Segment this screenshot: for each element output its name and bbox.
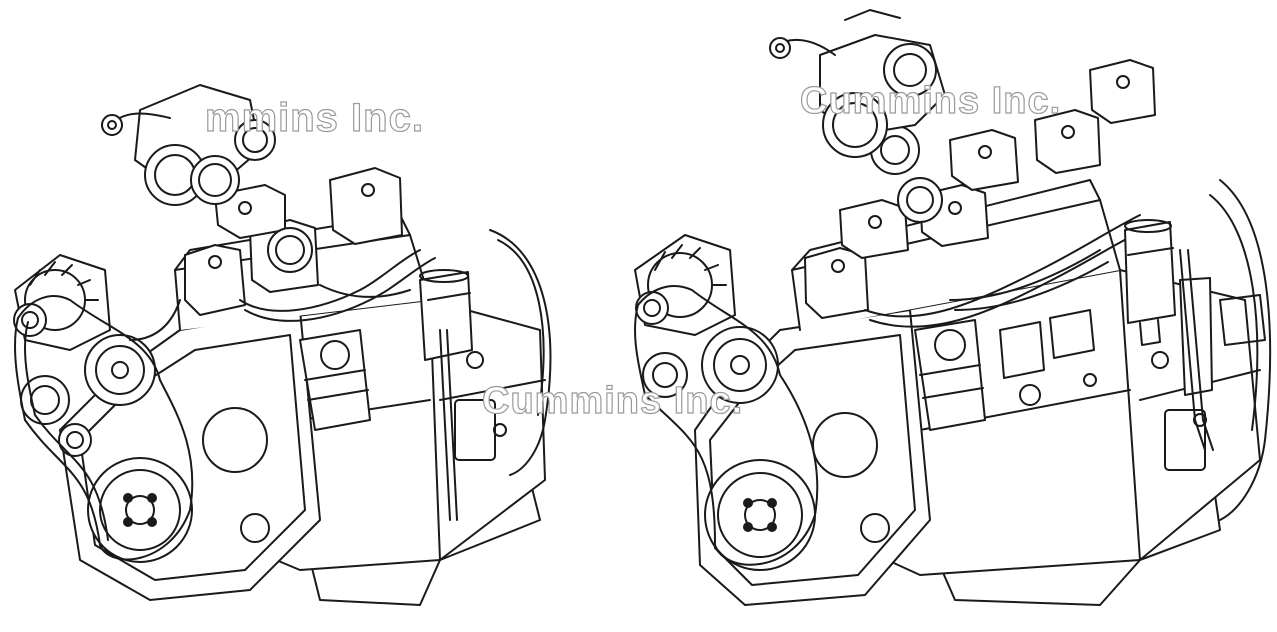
- diesel-engine-6cyl-icon: [634, 9, 1272, 606]
- diesel-engine-4cyl-icon: [13, 84, 552, 606]
- right-engine-illustration: [620, 0, 1277, 632]
- left-engine-illustration: [13, 84, 552, 606]
